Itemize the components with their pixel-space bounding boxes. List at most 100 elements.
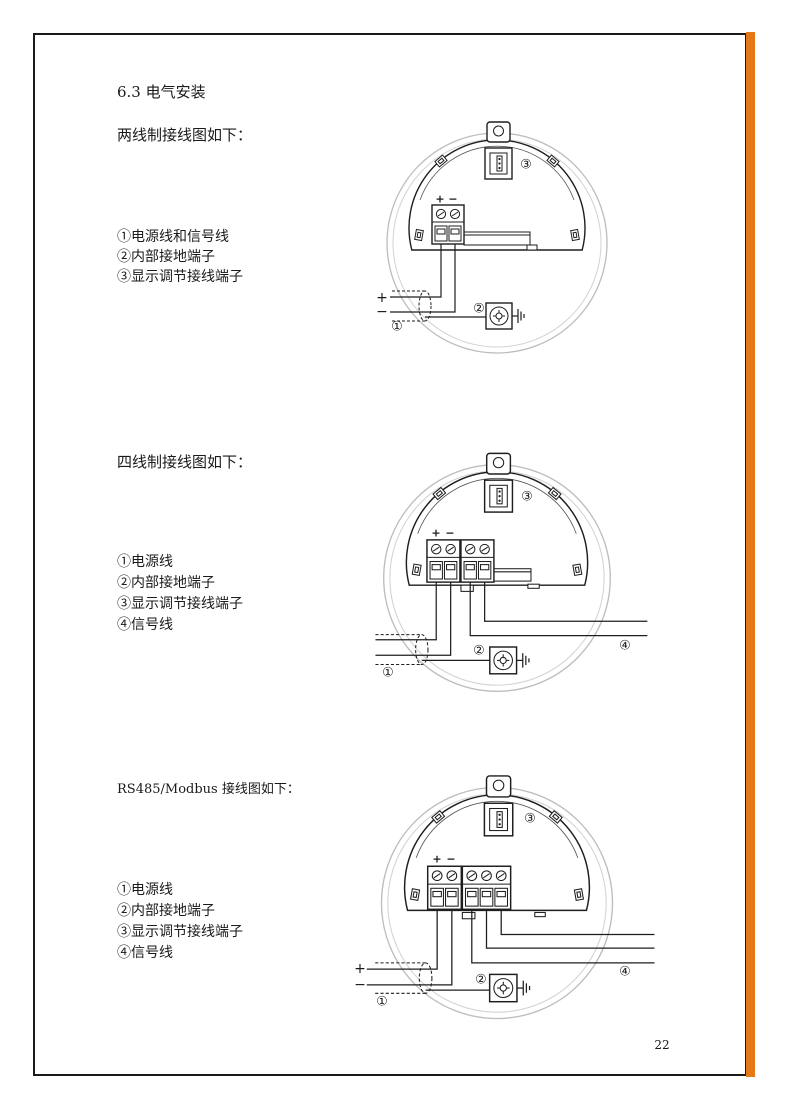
wire-minus-label: − [354,977,366,993]
connector-pin-icon [498,494,501,498]
display-terminal-label: ③ [524,811,536,827]
legend-item: ②内部接地端子 [117,249,215,265]
legend-item: ③显示调节接线端子 [117,924,243,940]
ground-terminal-label: ② [473,643,485,659]
housing-clip [547,486,562,501]
terminal-clamp-opening [467,890,477,898]
rs485-heading: RS485/Modbus 接线图如下： [117,782,300,797]
ground-screw-center [495,312,503,320]
housing-tab [526,244,538,251]
housing-clip [411,563,422,577]
two-wire-heading: 两线制接线图如下： [117,126,253,144]
housing-lip [415,800,579,858]
wire-minus-label: − [376,304,388,320]
cable-label: ① [391,319,403,335]
terminal-clamp-opening [446,564,456,571]
connector-pin-icon [498,823,501,826]
rs485-diagram [366,775,655,1020]
legend-item: ③显示调节接线端子 [117,596,243,612]
pcb-trace [493,568,532,582]
clip-notch [416,231,422,239]
signal-wire-label: ④ [619,638,631,654]
housing-clip [548,809,563,824]
housing-tab [527,583,540,589]
page-number: 22 [654,1038,670,1052]
wire-plus-label: + [354,961,366,977]
terminal-clamp-opening [480,564,490,571]
housing-clip [546,154,560,168]
terminal-screw-slot [481,546,489,552]
terminal-minus-label: − [448,192,458,206]
terminal-block [426,539,461,583]
section-title: 6.3 电气安装 [117,83,206,101]
two-wire-diagram [386,121,608,354]
terminal-clamp-opening [496,890,506,898]
power-wire-minus [366,909,453,986]
clip-notch [574,566,580,574]
terminal-clamp-opening [436,228,446,235]
connector-pin-icon [498,813,501,816]
signal-wire [500,909,655,936]
housing-clip [431,809,446,824]
clip-notch [576,891,582,899]
four-wire-diagram [375,452,648,692]
rs485-legend: ①电源线 ②内部接地端子 ③显示调节接线端子 ④信号线 [117,880,243,964]
ground-screw-center [499,656,507,665]
mounting-hole [492,456,505,469]
clip-notch [414,566,420,574]
terminal-screw-slot [432,546,440,552]
legend-item: ④信号线 [117,617,173,633]
terminal-plus-label: + [435,192,445,206]
clip-notch [435,489,444,498]
power-wire-plus [390,244,442,298]
wire-plus-label: + [376,290,388,306]
housing-clip [432,486,447,501]
power-wire-plus [366,909,438,970]
signal-wire [484,582,648,622]
terminal-clamp-opening [447,890,457,898]
terminal-block [460,539,495,583]
clip-notch [434,813,442,821]
pcb-trace [463,231,531,246]
legend-item: ②内部接地端子 [117,903,215,919]
signal-wire [471,909,655,964]
terminal-clamp-opening [465,564,475,571]
clip-notch [552,813,560,821]
signal-wire [469,582,648,637]
terminal-clamp-opening [450,228,460,235]
connector-pin-icon [498,157,501,161]
terminal-block [461,865,512,911]
display-terminal-label: ③ [520,157,532,173]
clip-notch [550,489,559,498]
accent-bar [746,32,755,1077]
connector-pin-icon [498,490,501,493]
housing-clip [434,154,448,168]
terminal-screw-slot [437,211,445,217]
legend-item: ③显示调节接线端子 [117,269,243,285]
housing-clip [409,888,421,902]
housing-clip [572,563,583,577]
housing-tab [534,911,546,918]
terminal-screw-slot [466,546,474,552]
legend-item: ①电源线 [117,882,173,898]
legend-item: ②内部接地端子 [117,575,215,591]
terminal-plus-label: + [431,526,441,540]
clip-notch [437,157,445,165]
terminal-screw-slot [448,873,456,879]
housing-lip [417,477,577,534]
ground-screw-center [499,984,507,992]
terminal-screw-slot [497,873,505,879]
display-terminal-label: ③ [521,489,533,505]
terminal-clamp-opening [431,564,441,571]
signal-wire [485,909,655,949]
power-wire-minus [375,582,452,656]
connector-pin-icon [498,166,501,170]
cable-sheath-end [418,962,433,994]
housing-clip [573,888,585,902]
terminal-screw-slot [483,873,490,879]
four-wire-heading: 四线制接线图如下： [117,453,253,471]
cable-label: ① [382,665,394,681]
ground-terminal-label: ② [473,301,485,317]
